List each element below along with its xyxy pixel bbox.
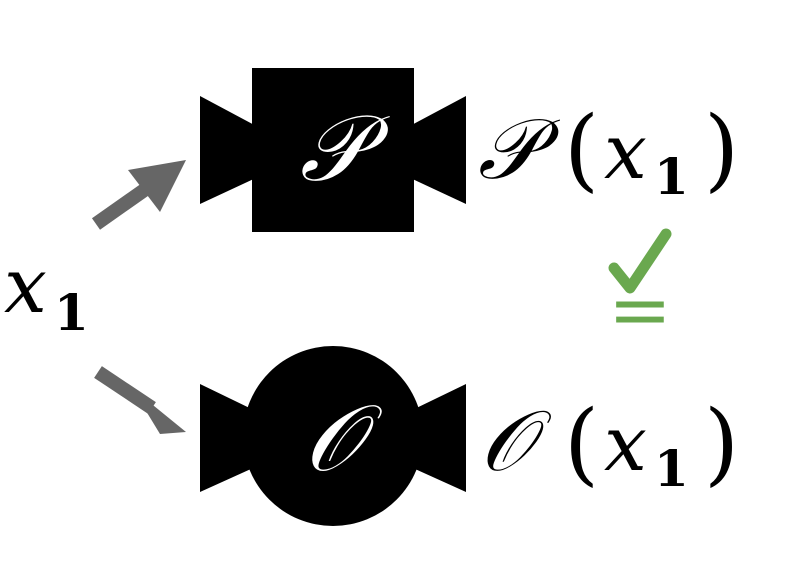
arrow-head-icon [128, 160, 186, 212]
input-variable: x [4, 241, 47, 330]
input-subscript: 1 [54, 283, 89, 342]
oracle-close-paren: ) [704, 391, 739, 496]
program-box [252, 68, 414, 232]
check-icon [608, 228, 672, 294]
arrow-to-program [91, 160, 186, 230]
input-label: x 1 [4, 241, 89, 342]
program-arg-variable: x [604, 107, 647, 196]
program-output-symbol: 𝒫 [478, 100, 560, 198]
equals-sign: = [608, 265, 672, 354]
right-bowtie-icon [406, 96, 466, 204]
oracle-open-paren: ( [564, 391, 599, 496]
oracle-circle [243, 346, 423, 526]
left-bowtie-icon [200, 384, 262, 492]
program-arg-subscript: 1 [654, 147, 689, 206]
oracle-output: 𝒪 ( x 1 ) [480, 391, 739, 498]
left-bowtie-icon [200, 96, 260, 204]
oracle-arg-subscript: 1 [654, 439, 689, 498]
oracle-node: 𝒪 [200, 346, 466, 526]
arrow-head-icon [132, 388, 186, 434]
right-bowtie-icon [404, 384, 466, 492]
program-output: 𝒫 ( x 1 ) [478, 97, 739, 206]
comparison: = [608, 228, 672, 354]
program-close-paren: ) [704, 97, 739, 202]
program-open-paren: ( [564, 97, 599, 202]
arrow-to-oracle [94, 366, 186, 434]
oracle-arg-variable: x [604, 399, 647, 488]
program-node: 𝒫 [200, 68, 466, 232]
oracle-output-symbol: 𝒪 [480, 392, 552, 490]
